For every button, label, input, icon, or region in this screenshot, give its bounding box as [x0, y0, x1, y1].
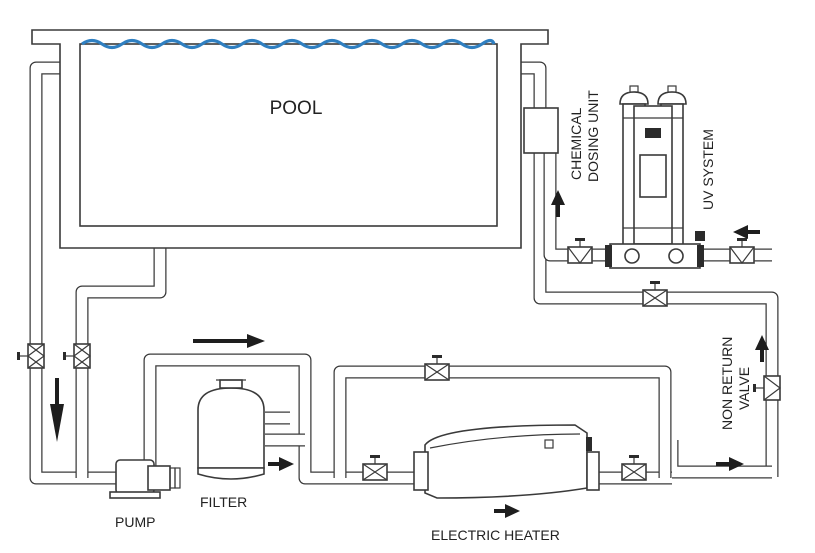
valve-icon [567, 238, 593, 264]
valve-icon [642, 281, 668, 307]
arrow-icon [494, 504, 520, 518]
valve-icon [621, 455, 647, 481]
non-return-valve-label-line1: NON RETURN [719, 337, 735, 430]
electric-heater: ELECTRIC HEATER [413, 424, 600, 543]
arrow-icon [755, 335, 769, 362]
valve-icon [424, 355, 450, 381]
non-return-valve-label-line2: VALVE [736, 367, 752, 410]
arrow-icon [50, 378, 64, 442]
arrow-icon [268, 457, 294, 471]
pipe-network [29, 61, 779, 485]
filter: FILTER [197, 379, 265, 510]
arrow-icon [193, 334, 265, 348]
chemical-dosing-label-line2: DOSING UNIT [585, 90, 601, 182]
chemical-dosing-label-line1: CHEMICAL [568, 107, 584, 180]
uv-system: UV SYSTEM [605, 85, 716, 269]
valve-icon [17, 343, 45, 369]
pool: POOL [31, 29, 549, 249]
arrow-icon [733, 225, 760, 239]
chemical-dosing-unit: CHEMICAL DOSING UNIT [523, 90, 601, 182]
valve-icon [729, 238, 755, 264]
pool-label: POOL [270, 98, 323, 119]
filter-label: FILTER [200, 494, 247, 510]
valves [17, 238, 781, 481]
flow-arrows [50, 190, 769, 518]
valve-icon [63, 343, 91, 369]
electric-heater-label: ELECTRIC HEATER [431, 527, 560, 543]
pump-label: PUMP [115, 514, 155, 530]
uv-system-label: UV SYSTEM [700, 129, 716, 210]
valve-icon [753, 375, 781, 401]
arrow-icon [551, 190, 565, 217]
arrow-icon [716, 457, 744, 471]
valve-icon [362, 455, 388, 481]
wave-icon [81, 38, 496, 50]
pump: PUMP [109, 459, 181, 530]
